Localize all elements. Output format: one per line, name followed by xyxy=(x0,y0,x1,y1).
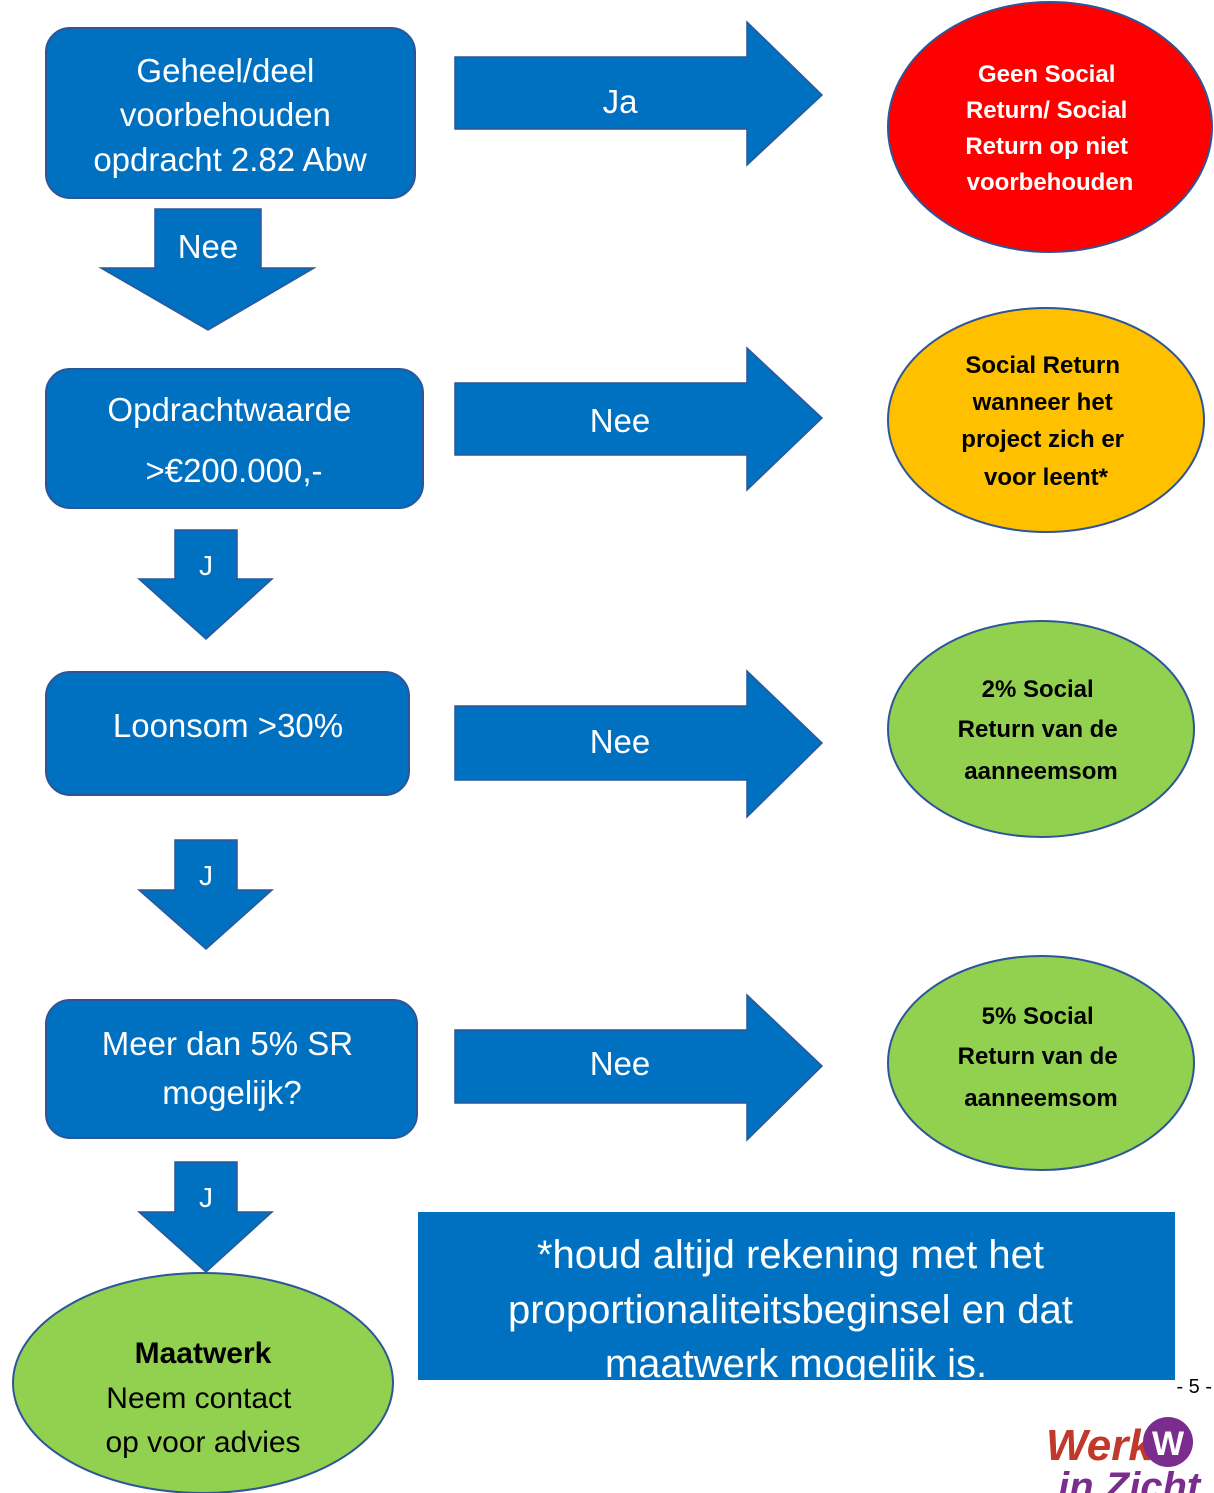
final-text: Neem contact op voor advies xyxy=(105,1382,300,1459)
outcome-line: Social Return xyxy=(965,352,1120,379)
logo-mark xyxy=(1143,1417,1193,1467)
decision-text-reserved: Geheel/deel voorbehouden opdracht 2.82 A… xyxy=(93,52,367,178)
down-arrow-reserved xyxy=(98,208,317,331)
outcome-line: Return van de xyxy=(958,716,1118,743)
outcome-line: Return/ Social xyxy=(966,97,1127,124)
decision-line: Geheel/deel xyxy=(136,52,314,89)
note-line: *houd altijd rekening met het xyxy=(537,1233,1044,1277)
outcome-line: Geen Social xyxy=(978,61,1115,88)
step-wages: Loonsom >30% Nee 2% Social Return van de… xyxy=(45,620,1195,951)
right-arrow-wages xyxy=(454,669,824,819)
decision-line: opdracht 2.82 Abw xyxy=(93,141,367,178)
right-arrow-value xyxy=(454,346,824,492)
outcome-line: aanneemsom xyxy=(964,1085,1117,1112)
outcome-line: 5% Social xyxy=(982,1003,1094,1030)
right-arrow-label-value: Nee xyxy=(590,402,651,439)
outcome-line: 2% Social xyxy=(982,676,1094,703)
right-arrow-label-wages: Nee xyxy=(590,723,651,760)
logo-mark-letter: W xyxy=(1152,1425,1185,1463)
down-arrow-wages xyxy=(137,839,274,951)
right-arrow-more-than-5 xyxy=(454,993,824,1142)
step-value: Opdrachtwaarde >€200.000,- Nee Social Re… xyxy=(45,307,1205,641)
decision-box-wages xyxy=(45,671,410,796)
page-number: - 5 - xyxy=(1176,1376,1212,1398)
final-line: Neem contact xyxy=(106,1382,292,1415)
logo-word-in-zicht: in Zicht xyxy=(1058,1465,1202,1493)
down-arrow-label-more-than-5: J xyxy=(199,1182,213,1213)
note-line: maatwerk mogelijk is. xyxy=(605,1342,987,1386)
decision-text-wages: Loonsom >30% xyxy=(113,707,343,744)
note-line: proportionaliteitsbeginsel en dat xyxy=(508,1288,1073,1332)
decision-box-reserved xyxy=(45,27,416,199)
final-ellipse xyxy=(12,1272,394,1493)
decision-text-value: Opdrachtwaarde >€200.000,- xyxy=(107,391,360,489)
decision-line: >€200.000,- xyxy=(145,452,322,489)
final-line: op voor advies xyxy=(105,1426,300,1459)
logo-word-werk: Werk xyxy=(1046,1421,1155,1470)
outcome-line: voor leent* xyxy=(984,464,1109,491)
decision-line: Meer dan 5% SR xyxy=(102,1025,353,1062)
outcome-text-value: Social Return wanneer het project zich e… xyxy=(961,352,1130,491)
outcome-text-wages: 2% Social Return van de aanneemsom xyxy=(958,676,1125,785)
outcome-text-reserved: Geen Social Return/ Social Return op nie… xyxy=(965,61,1134,196)
outcome-line: wanneer het xyxy=(972,389,1113,416)
note: *houd altijd rekening met het proportion… xyxy=(418,1212,1175,1386)
right-arrow-reserved xyxy=(454,20,824,167)
outcome-text-more-than-5: 5% Social Return van de aanneemsom xyxy=(958,1003,1125,1112)
outcome-ellipse-value xyxy=(887,307,1205,533)
outcome-line: aanneemsom xyxy=(964,758,1117,785)
decision-text-more-than-5: Meer dan 5% SR mogelijk? xyxy=(102,1025,362,1111)
note-box xyxy=(418,1212,1175,1380)
final-title: Maatwerk xyxy=(135,1337,272,1370)
down-arrow-label-reserved: Nee xyxy=(178,228,239,265)
decision-line: mogelijk? xyxy=(162,1074,301,1111)
right-arrow-label-reserved: Ja xyxy=(603,83,639,120)
decision-line: Opdrachtwaarde xyxy=(107,391,351,428)
outcome-line: Return op niet xyxy=(965,133,1128,160)
down-arrow-value xyxy=(137,529,274,641)
outcome-line: voorbehouden xyxy=(967,169,1134,196)
note-text: *houd altijd rekening met het proportion… xyxy=(508,1233,1084,1386)
werk-in-zicht-logo-icon: Werk W in Zicht xyxy=(1046,1417,1202,1493)
down-arrow-label-value: J xyxy=(199,550,213,581)
outcome-line: Return van de xyxy=(958,1043,1118,1070)
outcome-ellipse-wages xyxy=(887,620,1195,838)
down-arrow-more-than-5 xyxy=(137,1161,274,1274)
outcome-ellipse-more-than-5 xyxy=(887,955,1195,1171)
down-arrow-label-wages: J xyxy=(199,860,213,891)
decision-line: voorbehouden xyxy=(120,96,331,133)
decision-box-more-than-5 xyxy=(45,999,418,1139)
decision-box-value xyxy=(45,368,424,509)
final-outcome: Maatwerk Neem contact op voor advies xyxy=(12,1272,394,1493)
right-arrow-label-more-than-5: Nee xyxy=(590,1045,651,1082)
outcome-line: project zich er xyxy=(961,426,1124,453)
step-reserved: Geheel/deel voorbehouden opdracht 2.82 A… xyxy=(45,1,1213,331)
outcome-ellipse-reserved xyxy=(887,1,1213,253)
step-more-than-5: Meer dan 5% SR mogelijk? Nee 5% Social R… xyxy=(45,955,1195,1274)
